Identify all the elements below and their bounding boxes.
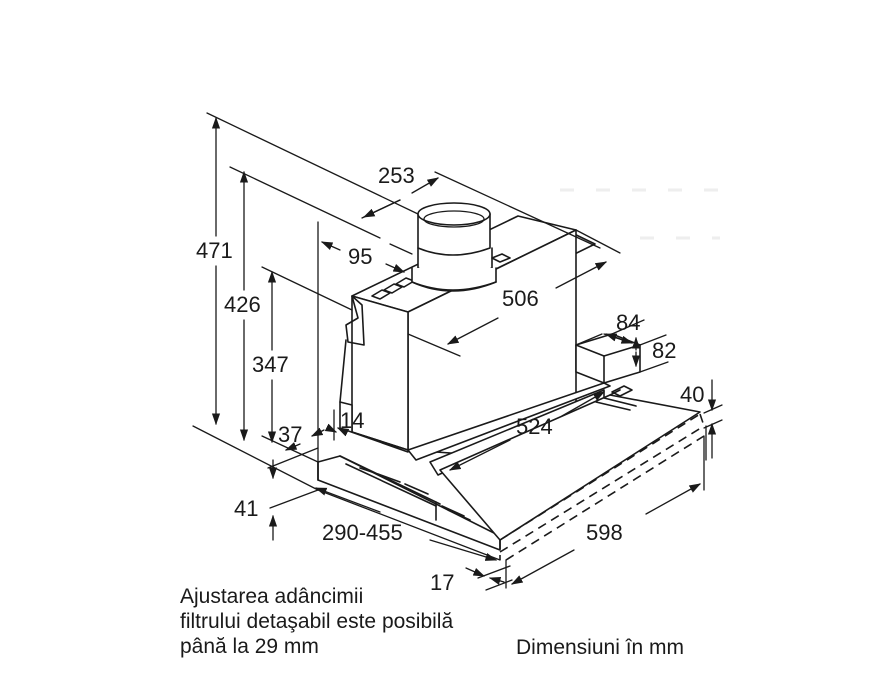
dim-front-panel-height: 40 (680, 382, 704, 407)
dim-wall-gap: 14 (340, 408, 364, 433)
dim-duct-offset: 95 (348, 244, 372, 269)
extension-lines (192, 112, 723, 591)
dim-rear-step-depth: 84 (616, 310, 640, 335)
dim-extension-range: 290-455 (322, 520, 403, 545)
dim-front-trim: 17 (430, 570, 454, 595)
dim-body-depth: 506 (502, 286, 539, 311)
dim-rear-step-height: 82 (652, 338, 676, 363)
dim-bottom-thickness: 41 (234, 496, 258, 521)
dimension-lines (211, 116, 717, 585)
dim-total-height: 471 (196, 238, 233, 263)
exhaust-duct (411, 202, 511, 292)
dim-body-height: 347 (252, 352, 289, 377)
note-line-3: până la 29 mm (180, 635, 319, 658)
hood-body (317, 215, 705, 561)
dimension-labels: 471 426 347 253 95 506 84 82 40 524 598 … (196, 163, 704, 595)
dim-height-to-duct: 426 (224, 292, 261, 317)
filter-adjustment-note: Ajustarea adâncimii filtrului detaşabil … (180, 584, 453, 659)
dim-duct-width: 253 (378, 163, 415, 188)
dim-inner-width: 524 (516, 414, 553, 439)
note-line-2: filtrului detaşabil este posibilă (180, 610, 454, 633)
units-label: Dimensiuni în mm (516, 636, 685, 659)
dim-total-width: 598 (586, 520, 623, 545)
faint-background-lines (560, 188, 720, 240)
note-line-1: Ajustarea adâncimii (180, 585, 364, 608)
dim-side-offset: 37 (278, 422, 302, 447)
